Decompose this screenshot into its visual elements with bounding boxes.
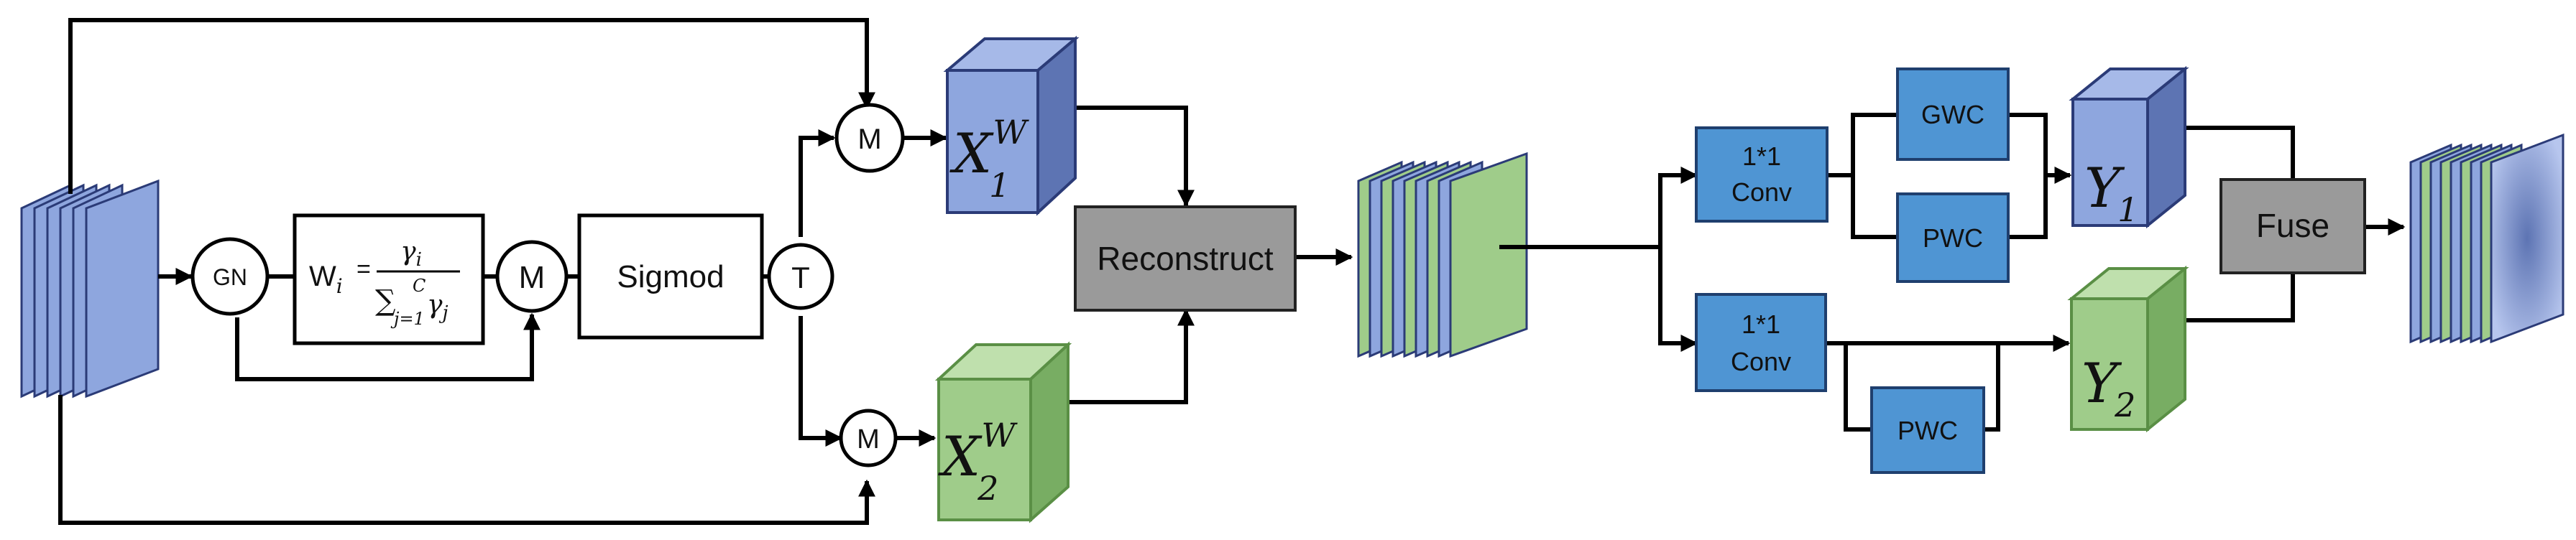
multiply-node: M: [495, 240, 569, 313]
fuse-box: Fuse: [2220, 178, 2366, 274]
gate-bottom-node: M: [839, 409, 898, 467]
weight-lhs: W: [309, 261, 336, 292]
pwc-top-label: PWC: [1923, 223, 1983, 253]
conv-bottom-box: 1*1 Conv: [1695, 293, 1827, 392]
threshold-label: T: [791, 261, 810, 294]
x2-cube: [934, 341, 1072, 523]
weight-sum-sup: C: [413, 276, 426, 296]
weight-eq: =: [356, 256, 371, 283]
reconstruct-box: Reconstruct: [1074, 205, 1297, 312]
output-feature-stack: [2409, 133, 2564, 344]
middle-feature-stack: [1357, 152, 1528, 358]
conv-top-line1: 1*1: [1742, 141, 1781, 171]
gate-top-node: M: [834, 103, 905, 173]
svg-text:γj: γj: [427, 290, 448, 324]
weight-numerator-sub: i: [416, 249, 422, 271]
gwc-box: GWC: [1896, 68, 2010, 161]
right-wires: [1499, 113, 2406, 432]
y1-label: Y1: [2084, 156, 2138, 229]
fuse-label: Fuse: [2256, 207, 2329, 244]
left-wires: [58, 18, 1353, 525]
gwc-label: GWC: [1921, 100, 1984, 129]
y2-label: Y2: [2082, 351, 2135, 424]
weight-sum: ∑: [375, 284, 396, 317]
pwc-bottom-label: PWC: [1898, 416, 1958, 445]
multiply-label: M: [519, 260, 546, 295]
gate-top-label: M: [857, 124, 881, 155]
x2-label: X2W: [938, 416, 1018, 508]
conv-top-box: 1*1 Conv: [1695, 126, 1828, 223]
weight-sum-sub: j=1: [390, 309, 425, 329]
weight-numerator: γ: [400, 237, 416, 266]
pwc-top-box: PWC: [1896, 192, 2010, 283]
conv-bottom-line1: 1*1: [1742, 309, 1780, 339]
y1-cube: [2069, 65, 2189, 229]
gn-label: GN: [213, 264, 247, 290]
weight-formula-box: Wi = γi ∑ C j=1 γj: [293, 213, 485, 345]
threshold-node: T: [767, 243, 834, 310]
sigmoid-box: Sigmod: [577, 213, 764, 340]
pwc-bottom-box: PWC: [1870, 386, 1985, 474]
y2-cube: [2067, 265, 2189, 433]
x1-label: X1W: [949, 113, 1029, 205]
sigmoid-label: Sigmod: [617, 259, 724, 294]
conv-top-line2: Conv: [1731, 177, 1792, 207]
svg-text:γi: γi: [400, 237, 422, 271]
weight-denominator: γ: [427, 290, 443, 320]
input-feature-stack: [20, 179, 160, 399]
gate-bottom-label: M: [857, 424, 880, 455]
weight-lhs-sub: i: [336, 274, 343, 298]
x1-cube: [943, 35, 1080, 216]
conv-bottom-line2: Conv: [1731, 347, 1791, 376]
gn-node: GN: [190, 237, 270, 316]
reconstruct-label: Reconstruct: [1097, 240, 1274, 277]
svg-text:Wi: Wi: [309, 261, 343, 298]
